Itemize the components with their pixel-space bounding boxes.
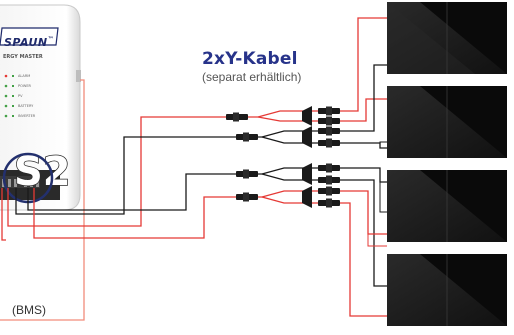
solar-panel-3 [387,170,507,242]
mc4-connector-y1 [226,106,340,126]
wire-y2-negative-in [15,136,236,215]
solar-panel-array [387,2,507,326]
mc4-connector-y4 [236,186,340,208]
led-panel [4,74,14,118]
wire-panel4-negative [340,179,387,287]
led-battery [4,104,8,108]
wire-panel3-positive [340,190,387,235]
bms-cable [0,79,85,321]
brand-frame [0,27,59,46]
wire-y3-negative-in [27,173,236,211]
solar-panel-1 [387,2,507,74]
wire-panel4-positive [340,202,387,317]
s2-badge-text: S2 [14,149,71,195]
wire-panel3-negative [340,167,387,183]
bms-label: (BMS) [12,303,46,317]
led-alarm [4,74,8,78]
led-power [4,84,8,88]
product-name: ERGY MASTER [3,54,43,60]
cable-subtitle: (separat erhältlich) [202,70,302,84]
cable-title: 2xY-Kabel [202,49,298,69]
wiring [0,17,387,321]
mc4-connector-y2 [236,126,340,148]
brand-name: SPAUN [4,36,48,49]
mc4-connector-y3 [236,163,340,185]
led-label-alarm: ALARM [18,74,31,78]
wire-y4-positive-in [33,188,236,239]
led-pv [4,94,8,98]
solar-panel-2 [387,86,507,158]
led-label-pv: PV [18,94,23,98]
led-inverter [4,114,8,118]
wire-y1-positive-in [7,116,226,227]
connectors [226,106,340,208]
wire-panel2-positive [340,98,387,122]
led-label-battery: BATTERY [18,104,34,108]
wire-panel1-negative [340,64,387,132]
brand-trademark: ™ [47,36,55,43]
wire-panel1-positive [340,17,387,112]
led-label-inverter: INVERTER [18,114,36,118]
led-label-power: POWER [18,84,31,88]
brand-logo: SPAUN™ [4,36,54,49]
solar-panel-4 [387,254,507,326]
s2-badge: S2 [13,148,71,196]
